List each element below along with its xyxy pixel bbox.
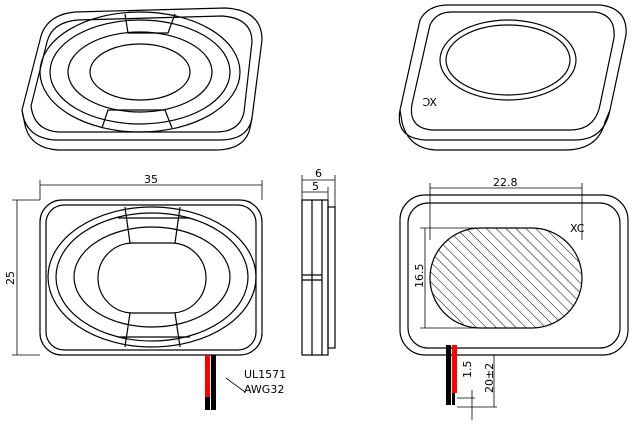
cone-width-dimension: 22.8 [493,176,518,189]
strip-length-dimension: 1.5 [461,361,474,379]
wire-type-label: UL1571 [244,368,286,381]
wire-gauge-label: AWG32 [244,383,284,396]
wire-length-dimension: 20±2 [483,363,496,393]
side-view: 6 5 [301,167,336,356]
brand-mark-iso: XC [422,96,437,109]
red-wire [205,355,210,397]
total-thickness-dimension: 6 [315,167,322,180]
red-wire-back [452,345,457,393]
iso-front-view [21,7,263,151]
black-wire-back [446,345,451,405]
width-dimension: 35 [144,173,158,186]
back-view: 22.8 16.5 XC 1.5 20±2 [399,176,629,420]
iso-back-view: XC [398,4,627,151]
black-wire [211,355,216,410]
cone-height-dimension: 16.5 [413,264,426,289]
brand-mark: XC [570,222,585,235]
front-view: 35 25 UL1571 AWG32 [4,173,286,410]
height-dimension: 25 [4,271,17,285]
hatched-cone [429,227,583,329]
body-thickness-dimension: 5 [312,180,319,193]
